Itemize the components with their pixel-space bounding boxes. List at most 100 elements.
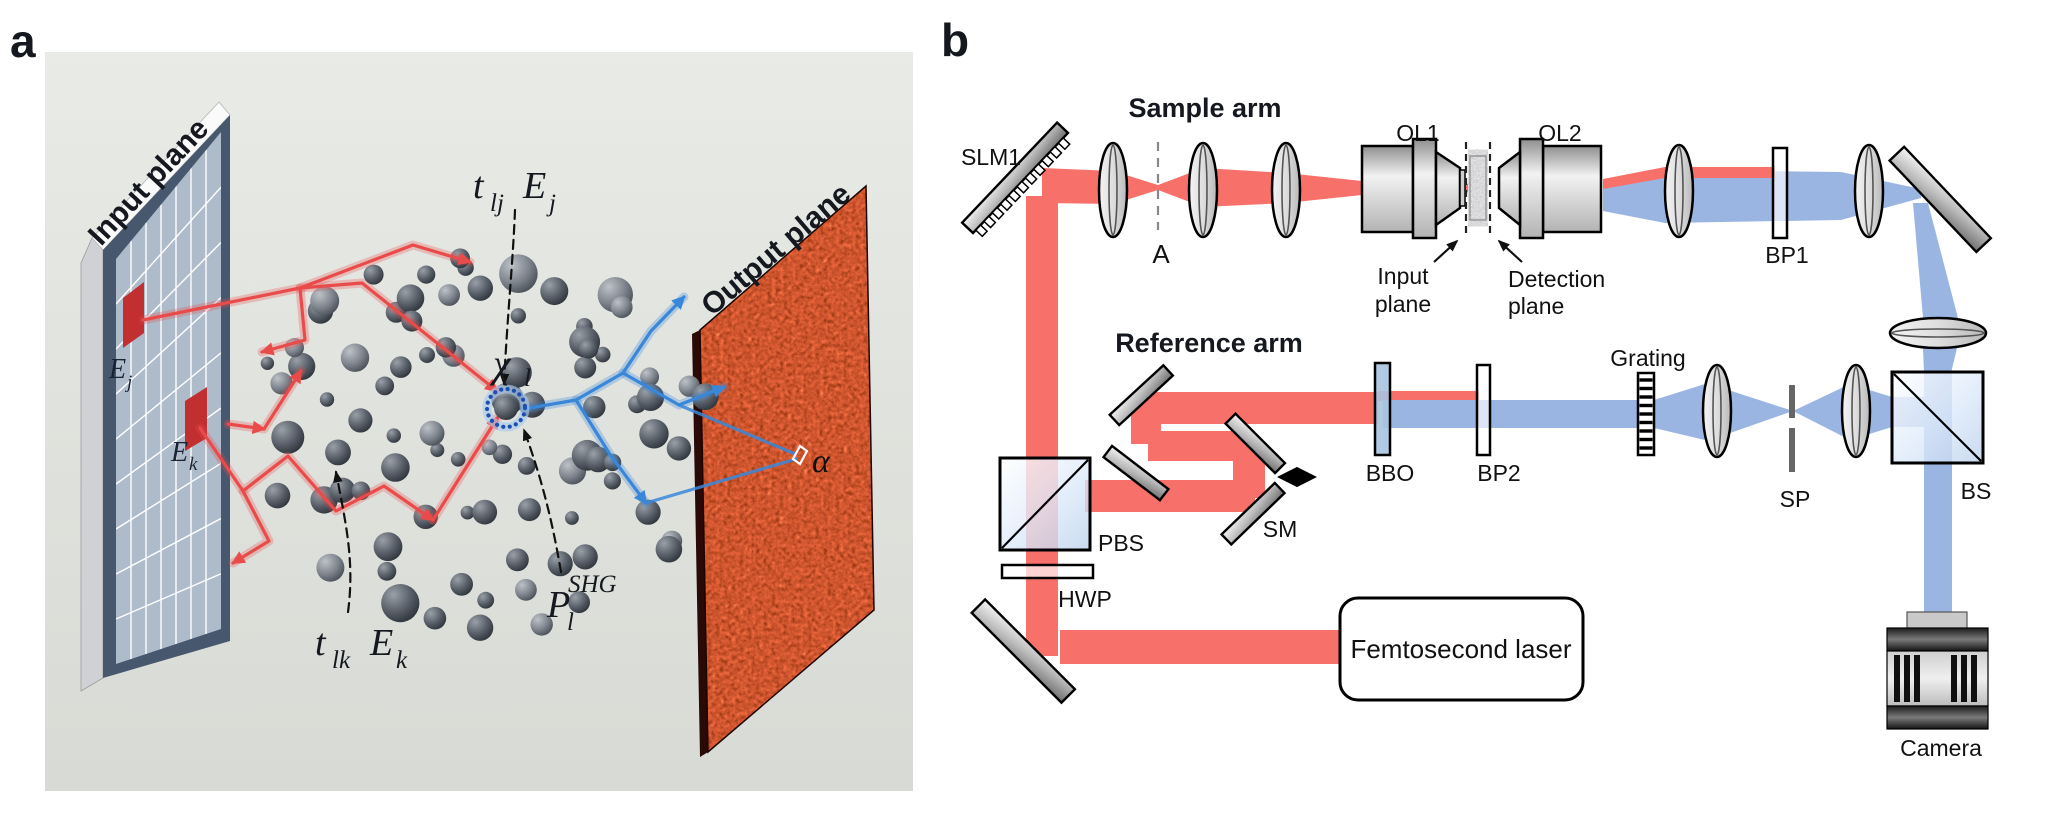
scatterer-sphere: [419, 347, 435, 363]
sample-arm-title: Sample arm: [1128, 93, 1281, 123]
bs-cube: [1890, 370, 1985, 465]
chi-sphere: [494, 396, 518, 420]
chi-particle: [482, 384, 530, 432]
scatterer-sphere: [579, 339, 599, 359]
blue-beam-to-camera: [1924, 465, 1952, 615]
scatterer-sphere: [666, 436, 692, 461]
scatterer-sphere: [419, 420, 445, 446]
grid-line: [116, 352, 221, 440]
input-plane-side-face: [80, 237, 104, 692]
blue-shg-paths: [519, 292, 798, 508]
scatterer-sphere: [310, 286, 340, 316]
tlk-base: t: [315, 622, 327, 664]
red-beam-lens2-lens3: [1203, 168, 1286, 207]
scatterer-sphere: [260, 356, 275, 370]
scatterer-sphere: [270, 372, 293, 395]
label-ol2: OL2: [1538, 120, 1581, 146]
scatterer-sphere: [423, 606, 447, 630]
blue-beam-lens-bs: [1923, 348, 1957, 373]
scatterer-sphere: [450, 572, 473, 596]
tlj-base2: E: [522, 165, 546, 207]
detection-plane-arrow: [1497, 239, 1523, 263]
label-bbo: BBO: [1366, 460, 1415, 486]
label-slm1: SLM1: [961, 144, 1021, 170]
mode-ej-sub: j: [124, 372, 132, 393]
input-cell-ej: [123, 282, 144, 348]
scatterer-sphere: [530, 613, 553, 636]
grid-line: [116, 517, 221, 575]
panel-a: a Input plane E j E k Outp: [10, 15, 913, 791]
grid-line: [116, 573, 221, 620]
scatterer-sphere: [477, 591, 495, 609]
scatterer-sphere: [492, 444, 513, 464]
math-labels: t lj E j t lk E k χ l P l SHG α: [315, 165, 831, 674]
sample-speckle-border: [1469, 155, 1487, 221]
alpha-pixel-marker: [791, 444, 809, 466]
scatterer-sphere: [515, 578, 537, 601]
fold-mirror-top-right: [1887, 145, 1993, 254]
scatterer-sphere: [635, 499, 661, 525]
panel-b: b: [941, 14, 1993, 761]
slit-sp: [1789, 385, 1795, 472]
scatterer-sphere: [481, 439, 498, 456]
label-aperture: A: [1152, 239, 1170, 269]
scatterer-sphere: [386, 428, 401, 443]
grating: [1636, 371, 1656, 457]
blue-beam-bbo-grating: [1383, 400, 1645, 428]
scatterer-sphere: [340, 343, 370, 372]
scatterer-sphere: [319, 392, 335, 407]
scatterer-sphere: [316, 553, 345, 582]
panel-b-letter: b: [941, 14, 969, 66]
scatterer-sphere: [467, 275, 493, 301]
label-laser: Femtosecond laser: [1350, 634, 1571, 664]
scatterer-sphere: [636, 383, 665, 411]
pbs-cube: [998, 456, 1092, 552]
scatterer-sphere: [377, 561, 397, 581]
label-hwp: HWP: [1058, 586, 1112, 612]
chi-sub: l: [524, 365, 531, 392]
chi-base: χ: [489, 341, 512, 386]
scan-mirror-lower: [1219, 481, 1287, 547]
lens-sample-3: [1270, 141, 1302, 239]
scatterer-sphere: [603, 472, 622, 490]
blue-beam-mirror-down: [1913, 203, 1958, 318]
scattering-medium: [260, 248, 719, 641]
grid-line: [116, 462, 221, 530]
lens-detection-1: [1663, 143, 1695, 239]
label-input-plane-2: plane: [1375, 291, 1431, 317]
objective-ol1: [1360, 137, 1466, 240]
laser-box: [1338, 596, 1585, 702]
scatterer-sphere: [472, 499, 498, 525]
scatterer-sphere: [585, 446, 611, 473]
red-beam-to-bbo: [1138, 392, 1378, 424]
alpha-label: α: [812, 443, 831, 480]
chi-dotted-ring: [484, 386, 528, 430]
scatterer-sphere: [574, 356, 597, 379]
tlj-sub2: j: [546, 190, 556, 217]
tlk-base2: E: [369, 622, 393, 664]
ref-fold-mirror-upper: [1108, 363, 1175, 427]
input-cell-ek: [185, 387, 207, 451]
red-beam-pbs-sm: [1085, 480, 1255, 512]
label-detection-plane-1: Detection: [1508, 266, 1605, 292]
scatterer-sphere: [348, 408, 373, 433]
slm1-mirror: [960, 120, 1071, 238]
red-beam-to-bp1: [1665, 167, 1775, 178]
tlj-sub: lj: [490, 190, 504, 217]
red-beam-ol2-lens: [1603, 167, 1665, 189]
scatterer-sphere: [396, 284, 425, 313]
lens-ref-1: [1701, 363, 1733, 459]
scatterer-sphere: [565, 511, 579, 525]
scatterer-sphere: [603, 453, 622, 472]
sample-speckle: [1470, 156, 1486, 220]
label-camera: Camera: [1900, 735, 1982, 761]
scatterer-sphere: [572, 544, 598, 570]
ref-fold-mirror-lower: [1101, 444, 1171, 502]
label-detection-plane-2: plane: [1508, 293, 1564, 319]
scatterer-sphere: [610, 296, 633, 319]
label-bs: BS: [1961, 478, 1992, 504]
scatterer-sphere: [271, 420, 305, 454]
scatterer-sphere: [517, 498, 541, 522]
camera-fins: [1894, 655, 1977, 702]
